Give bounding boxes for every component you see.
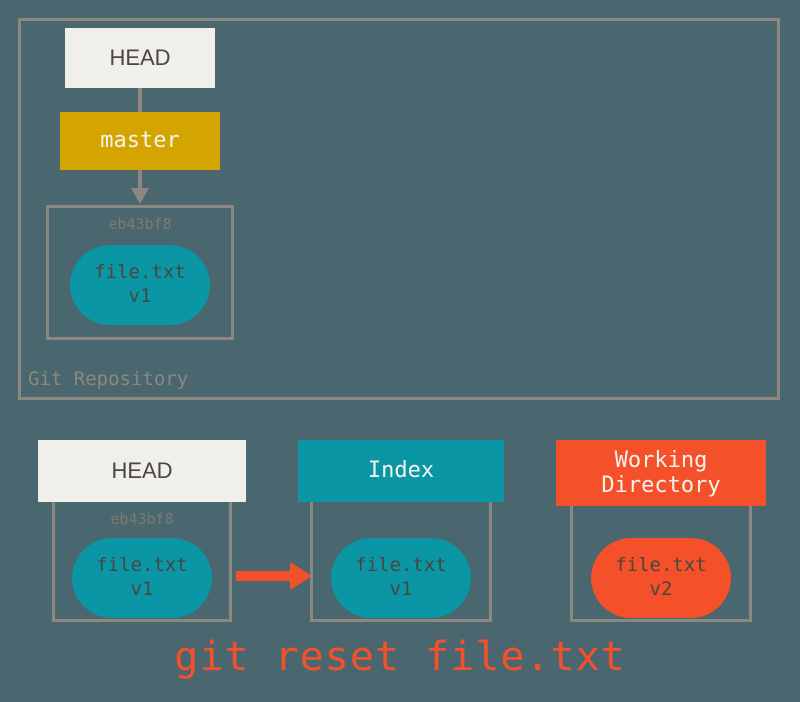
git-repository-frame — [18, 18, 780, 400]
repository-head-label: HEAD — [109, 45, 171, 71]
working-directory-area-container — [570, 500, 752, 622]
git-repository-label: Git Repository — [28, 368, 189, 390]
working-directory-title-box: Working Directory — [556, 440, 766, 506]
head-area-sha-label: eb43bf8 — [110, 510, 174, 528]
index-area-file-name: file.txt — [355, 554, 447, 577]
commit-container — [46, 205, 234, 340]
working-directory-file-version: v2 — [649, 578, 673, 600]
head-area-container — [52, 500, 232, 622]
index-area-container — [310, 500, 492, 622]
working-directory-title-line1: Working — [614, 447, 708, 473]
master-branch-label: master — [100, 128, 180, 154]
index-area-title-box: Index — [298, 440, 504, 502]
index-area-title: Index — [367, 458, 435, 484]
head-area-file-name: file.txt — [96, 554, 188, 577]
index-area-file-version: v1 — [389, 578, 413, 600]
index-area-file-blob: file.txt v1 — [331, 538, 471, 618]
repository-head-box: HEAD — [65, 28, 215, 88]
commit-file-name: file.txt — [94, 261, 186, 284]
master-branch-box: master — [60, 112, 220, 170]
commit-file-version: v1 — [128, 285, 152, 307]
head-area-file-blob: file.txt v1 — [72, 538, 212, 618]
commit-file-blob: file.txt v1 — [70, 245, 210, 325]
working-directory-title-line2: Directory — [601, 473, 721, 498]
head-to-master-connector — [138, 88, 142, 114]
head-to-index-arrowhead — [290, 562, 312, 590]
working-directory-file-name: file.txt — [615, 554, 707, 577]
head-to-index-arrow-shaft — [236, 571, 294, 581]
head-area-title: HEAD — [111, 458, 173, 484]
head-area-file-version: v1 — [130, 578, 154, 600]
command-caption: git reset file.txt — [174, 634, 626, 680]
head-area-title-box: HEAD — [38, 440, 246, 502]
working-directory-file-blob: file.txt v2 — [591, 538, 731, 618]
master-to-commit-connector — [138, 170, 142, 192]
commit-sha-label: eb43bf8 — [108, 215, 172, 233]
master-to-commit-arrowhead — [131, 188, 149, 204]
